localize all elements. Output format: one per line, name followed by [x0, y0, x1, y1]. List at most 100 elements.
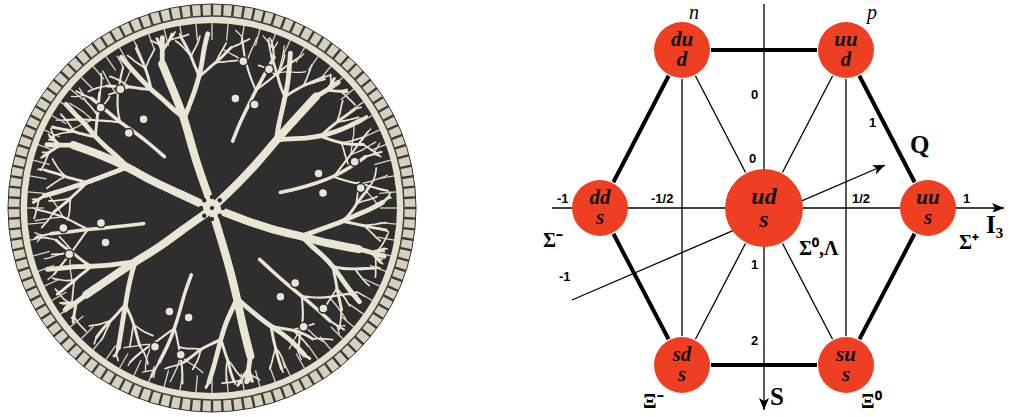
shell-tooth — [361, 329, 370, 337]
shell-vein — [282, 369, 283, 372]
shell-vein — [209, 299, 237, 382]
shell-rim-vein — [180, 26, 183, 43]
shell-rim-vein — [269, 366, 275, 382]
shell-rim-vein — [28, 192, 45, 193]
shell-pore — [239, 57, 248, 66]
shell-vein — [260, 259, 330, 320]
quark-content: uu d — [832, 30, 860, 70]
shell-pore — [250, 100, 259, 109]
shell-vein — [216, 43, 226, 62]
shell-tooth — [221, 400, 224, 412]
shell-vein — [79, 88, 84, 95]
shell-vein — [49, 134, 51, 136]
shell-tooth — [333, 49, 341, 58]
shell-rim-vein — [350, 304, 364, 314]
shell-vein — [250, 375, 251, 381]
shell-rim-vein — [180, 373, 183, 390]
shell-rim-vein — [211, 23, 212, 40]
shell-pore — [116, 85, 125, 94]
axis-value: 2 — [750, 334, 759, 347]
shell-tooth — [41, 97, 51, 104]
shell-rim-vein — [241, 373, 244, 390]
quark-content: du d — [668, 30, 696, 70]
shell-vein — [324, 75, 330, 77]
shell-vein — [388, 197, 391, 198]
shell-rim-vein — [196, 24, 197, 41]
axis-value: -1 — [556, 192, 570, 205]
shell-rim-vein — [379, 223, 396, 224]
shell-vein — [35, 233, 43, 236]
shell-pore — [184, 313, 193, 322]
shell-tooth — [41, 313, 51, 320]
shell-vein — [114, 354, 116, 357]
shell-vein — [228, 360, 242, 377]
shell-vein — [276, 348, 285, 368]
shell-tooth — [60, 336, 69, 344]
shell-tooth — [18, 145, 29, 149]
shell-vein — [101, 321, 111, 341]
shell-rim-vein — [33, 160, 49, 164]
shell-tooth — [402, 176, 414, 178]
shell-vein — [376, 257, 382, 259]
shell-pore — [101, 238, 110, 247]
quark-content: dd s — [586, 188, 614, 228]
octet-edge — [859, 234, 914, 340]
shell-veins — [32, 31, 391, 388]
shell-rim-vein — [370, 265, 386, 271]
shell-tooth — [367, 321, 377, 328]
shell-tooth — [387, 125, 398, 130]
shell-tooth — [191, 399, 192, 411]
particle-name: Ξ⁰ — [860, 391, 883, 411]
shell-vein — [236, 31, 242, 37]
quantum-line — [681, 79, 682, 336]
shell-tooth — [149, 391, 153, 402]
shell-tooth — [68, 344, 76, 352]
particle-name: Ξ⁻ — [642, 391, 665, 411]
shell-vein — [170, 34, 189, 39]
shell-vein — [176, 41, 192, 56]
quantum-line — [695, 76, 745, 173]
shell-tooth — [242, 7, 244, 19]
shell-pore — [176, 350, 185, 359]
shell-tooth — [101, 37, 108, 47]
shell-rim-vein — [134, 40, 141, 55]
shell-center-dot — [210, 195, 214, 199]
shell-tooth — [12, 166, 24, 168]
shell-vein — [218, 210, 359, 249]
shell-tooth — [211, 4, 213, 16]
octet-edge — [711, 363, 817, 367]
shell-rim-vein — [30, 176, 47, 179]
shell-tooth — [387, 286, 398, 291]
shell-rim-vein — [379, 192, 396, 193]
shell-tooth — [11, 238, 23, 240]
shell-tooth — [232, 399, 233, 411]
shell-tooth — [373, 97, 383, 104]
shell-vein — [206, 382, 209, 388]
shell-vein — [60, 302, 63, 304]
shell-rim-vein — [149, 34, 155, 50]
shell-rim-vein — [341, 316, 354, 327]
shell-tooth — [367, 88, 377, 95]
shell-tooth — [53, 329, 62, 337]
shell-vein — [278, 72, 306, 73]
shell-pore — [319, 189, 328, 198]
radiolarian-illustration — [8, 4, 416, 412]
shell-vein — [216, 60, 238, 62]
shell-vein — [337, 117, 358, 122]
shell-rim-vein — [350, 102, 364, 112]
shell-vein — [45, 167, 128, 196]
baryon-circle: uu sΣ⁺ — [900, 180, 956, 236]
shell-vein — [330, 295, 358, 298]
shell-vein — [128, 362, 130, 366]
shell-tooth — [404, 207, 416, 209]
shell-vein — [160, 38, 161, 44]
shell-pore — [96, 103, 105, 112]
baryon-circle: sd sΞ⁻ — [654, 337, 710, 393]
shell-rim-vein — [164, 370, 168, 386]
quantum-line — [845, 79, 846, 336]
shell-rim-vein — [255, 370, 259, 386]
shell-vein — [277, 120, 362, 140]
shell-rim-vein — [106, 56, 116, 70]
shell-tooth — [404, 217, 416, 220]
shell-vein — [134, 325, 153, 336]
